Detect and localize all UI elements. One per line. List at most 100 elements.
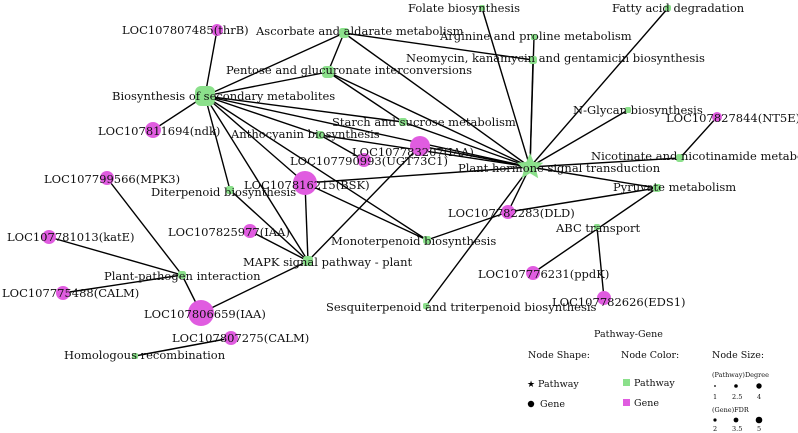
node-label-nglycan: N-Glycan biosynthesis bbox=[573, 103, 703, 117]
node-fatty[interactable] bbox=[665, 5, 671, 11]
node-label-monoterpenoid: Monoterpenoid biosynthesis bbox=[331, 234, 496, 248]
legend-degree-tick-2: 2.5 bbox=[732, 393, 742, 401]
legend-fdr-dot-2 bbox=[733, 417, 739, 423]
node-folate[interactable] bbox=[479, 5, 485, 11]
node-label-NT5E: LOC107827844(NT5E) bbox=[666, 111, 798, 125]
legend-fdr-label: (Gene)FDR bbox=[712, 406, 750, 414]
legend-degree-dot-2 bbox=[734, 384, 738, 388]
edge-abc-EDS1 bbox=[596, 226, 605, 299]
edge-layer bbox=[48, 7, 718, 357]
node-pentose[interactable] bbox=[322, 66, 334, 78]
node-ndk[interactable] bbox=[145, 122, 161, 138]
node-IAA2[interactable] bbox=[243, 224, 257, 238]
node-label-IAA3: LOC107806659(IAA) bbox=[144, 307, 266, 321]
edge-BSK-mapk bbox=[304, 182, 309, 262]
node-label-arginine: Arginine and proline metabolism bbox=[439, 29, 632, 43]
edge-secondary-starch bbox=[204, 95, 404, 123]
node-starch[interactable] bbox=[399, 118, 407, 126]
node-label-ascorbate: Ascorbate and aldarate metabolism bbox=[255, 24, 464, 38]
edge-nglycan-hormone bbox=[529, 109, 629, 168]
node-BSK[interactable] bbox=[293, 171, 317, 195]
node-nicotinate[interactable] bbox=[676, 154, 684, 162]
node-label-starch: Starch and sucrose metabolism bbox=[332, 115, 516, 129]
edge-folate-hormone bbox=[481, 7, 531, 168]
node-pyruvate[interactable] bbox=[653, 184, 661, 192]
node-label-neomycin: Neomycin, kanamycin and gentamicin biosy… bbox=[406, 51, 705, 65]
edge-pyruvate-DLD bbox=[507, 187, 658, 213]
edge-secondary-hormone bbox=[204, 95, 531, 168]
node-CALM1[interactable] bbox=[56, 286, 70, 300]
edge-ascorbate-hormone bbox=[343, 32, 531, 168]
edge-ascorbate-pentose bbox=[327, 32, 345, 73]
legend-degree-tick-1: 1 bbox=[713, 393, 717, 401]
edge-MPK3-pathogen bbox=[106, 177, 183, 276]
legend-gene-dot-icon bbox=[527, 400, 535, 408]
legend-degree-tick-3: 4 bbox=[757, 393, 761, 401]
node-homologous[interactable] bbox=[132, 353, 138, 359]
node-label-abc: ABC transport bbox=[555, 221, 640, 235]
node-ppdK[interactable] bbox=[526, 266, 540, 280]
node-NT5E[interactable] bbox=[712, 112, 722, 122]
edge-fatty-hormone bbox=[529, 7, 669, 168]
edge-nicotinate-NT5E bbox=[679, 116, 718, 159]
node-hormone[interactable] bbox=[516, 153, 544, 179]
legend-degree-label: (Pathway)Degree bbox=[712, 371, 769, 379]
legend-degree-dot-3 bbox=[756, 383, 762, 389]
edge-katE-pathogen bbox=[48, 236, 183, 276]
node-label-EDS1: LOC107782626(EDS1) bbox=[552, 295, 686, 309]
legend-fdr-tick-2: 3.5 bbox=[732, 425, 742, 433]
node-MPK3[interactable] bbox=[100, 171, 114, 185]
node-label-sesqui: Sesquiterpenoid and triterpenoid biosynt… bbox=[326, 300, 597, 314]
edge-IAA1-hormone bbox=[419, 145, 531, 168]
node-sesqui[interactable] bbox=[423, 303, 429, 309]
edge-hormone-pyruvate bbox=[529, 166, 658, 189]
node-IAA1[interactable] bbox=[410, 136, 430, 156]
node-label-ndk: LOC107811694(ndk) bbox=[98, 124, 220, 138]
node-mapk[interactable] bbox=[303, 256, 313, 266]
node-arginine[interactable] bbox=[531, 34, 537, 40]
node-pathogen[interactable] bbox=[178, 271, 186, 279]
node-neomycin[interactable] bbox=[529, 56, 537, 64]
node-DLD[interactable] bbox=[501, 205, 515, 219]
legend-pathway-swatch bbox=[623, 379, 630, 386]
legend-gene-swatch bbox=[623, 399, 630, 406]
edge-secondary-thrB bbox=[204, 29, 218, 97]
node-CALM2[interactable] bbox=[224, 331, 238, 345]
edge-anthocyanin-UGT bbox=[319, 134, 365, 161]
edge-CALM2-homologous bbox=[134, 337, 232, 357]
edge-secondary-pentose bbox=[204, 71, 329, 97]
node-diterpenoid[interactable] bbox=[226, 186, 234, 194]
node-abc[interactable] bbox=[594, 224, 600, 230]
legend-star-icon: ★ bbox=[527, 379, 535, 389]
node-label-homologous: Homologous recombination bbox=[64, 348, 226, 362]
edge-secondary-diterpenoid bbox=[204, 95, 231, 191]
edge-hormone-nicotinate bbox=[529, 157, 681, 168]
legend-color-header: Node Color: bbox=[621, 350, 679, 361]
edge-hormone-sesqui bbox=[425, 166, 531, 307]
node-EDS1[interactable] bbox=[597, 291, 611, 305]
node-thrB[interactable] bbox=[211, 24, 223, 36]
node-label-pentose: Pentose and glucuronate interconversions bbox=[226, 63, 472, 77]
legend: Pathway-Gene Node Shape: Node Color: Nod… bbox=[527, 329, 769, 433]
node-anthocyanin[interactable] bbox=[316, 131, 324, 139]
node-UGT[interactable] bbox=[357, 153, 371, 167]
node-label-UGT: LOC107790993(UGT73C1) bbox=[290, 154, 448, 168]
node-label-pyruvate: Pyruvate metabolism bbox=[613, 180, 736, 194]
edge-pyruvate-ppdK bbox=[532, 187, 658, 274]
node-nglycan[interactable] bbox=[625, 107, 631, 113]
edge-ascorbate-neomycin bbox=[343, 32, 534, 61]
node-label-katE: LOC107781013(katE) bbox=[7, 230, 135, 244]
edge-pentose-starch bbox=[327, 71, 404, 123]
node-label-CALM1: LOC107775488(CALM) bbox=[2, 286, 139, 300]
node-secondary[interactable] bbox=[195, 86, 215, 106]
node-ascorbate[interactable] bbox=[339, 28, 349, 38]
edge-CALM1-pathogen bbox=[62, 274, 183, 294]
node-monoterpenoid[interactable] bbox=[423, 236, 431, 244]
node-katE[interactable] bbox=[42, 230, 56, 244]
edge-mapk-IAA3 bbox=[200, 260, 309, 314]
legend-shape-gene: Gene bbox=[540, 399, 565, 410]
edge-secondary-monoterpenoid bbox=[204, 95, 428, 241]
node-IAA3[interactable] bbox=[188, 300, 214, 326]
node-label-fatty: Fatty acid degradation bbox=[612, 1, 745, 15]
